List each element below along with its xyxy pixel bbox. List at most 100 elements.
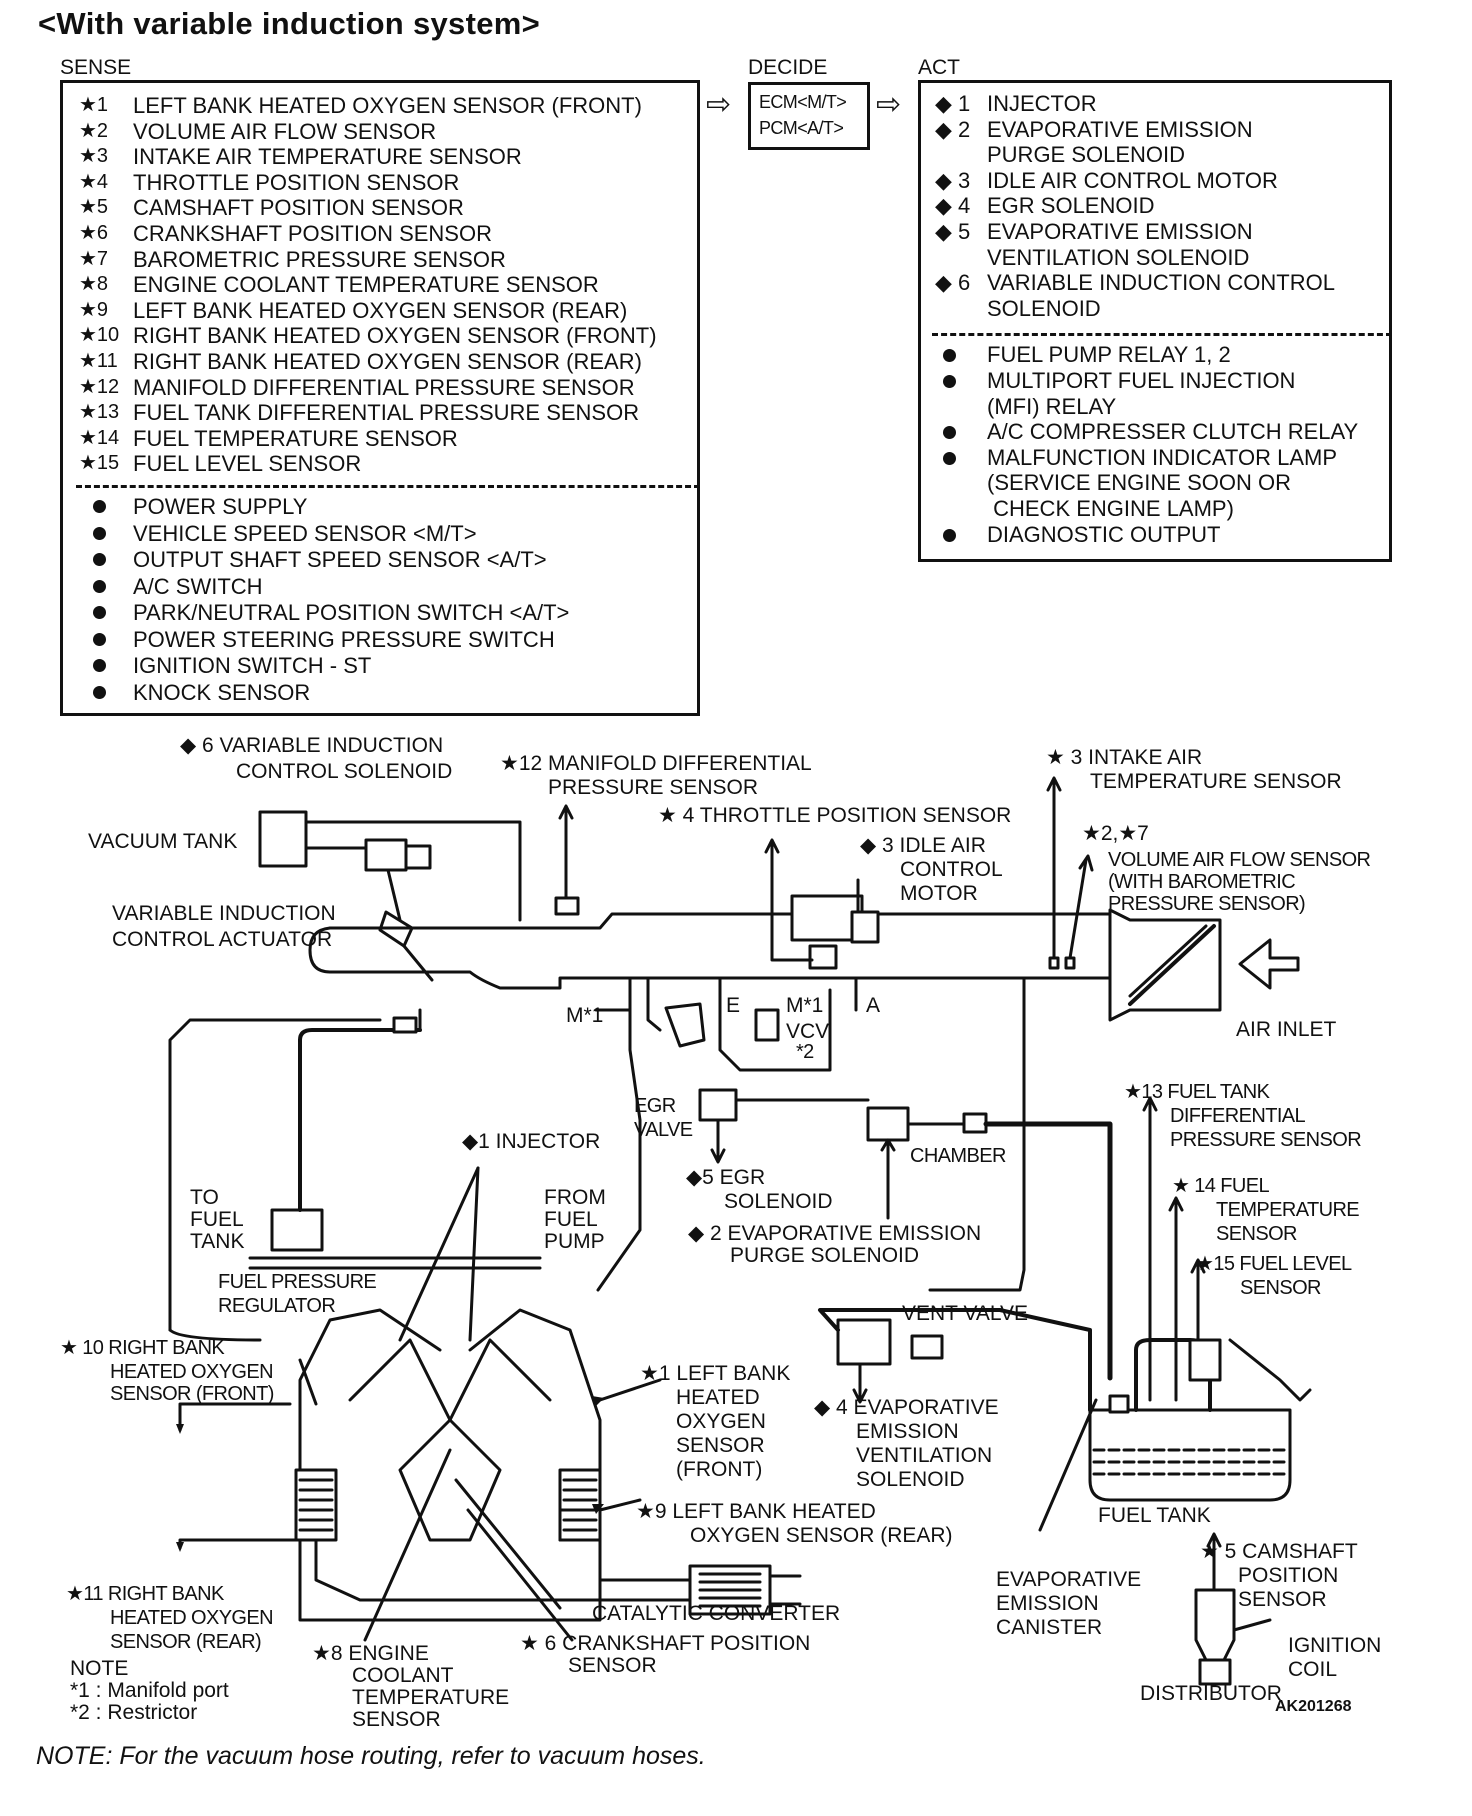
- sense-bullet-row: PARK/NEUTRAL POSITION SWITCH <A/T>: [79, 600, 697, 627]
- bullet-icon: [79, 600, 133, 627]
- star-marker: ★11: [79, 349, 118, 372]
- notes-line-2: *2 : Restrictor: [70, 1701, 198, 1724]
- diamond-marker: ◆ 1: [935, 91, 971, 116]
- label-rb-o2-rear-1: ★11 RIGHT BANK: [66, 1583, 225, 1605]
- act-item-label: DIAGNOSTIC OUTPUT: [987, 521, 1221, 547]
- egr-valve: [664, 1002, 706, 1048]
- sense-item-label: MANIFOLD DIFFERENTIAL PRESSURE SENSOR: [133, 374, 635, 400]
- sense-bullet-row: VEHICLE SPEED SENSOR <M/T>: [79, 521, 697, 548]
- decide-header: DECIDE: [748, 56, 828, 79]
- diamond-marker: ◆ 2: [935, 116, 971, 142]
- act-item-label: IDLE AIR CONTROL MOTOR: [987, 167, 1278, 193]
- sense-item-label: INTAKE AIR TEMPERATURE SENSOR: [133, 144, 522, 170]
- act-bullet-row: FUEL PUMP RELAY 1, 2: [935, 342, 1389, 368]
- label-distributor: DISTRIBUTOR: [1140, 1682, 1282, 1705]
- bullet-icon: [79, 547, 133, 574]
- sense-star-row: ★13 FUEL TANK DIFFERENTIAL PRESSURE SENSO…: [79, 400, 697, 426]
- label-lb-o2-front-1: ★1 LEFT BANK: [640, 1362, 790, 1385]
- iac-motor: [850, 910, 880, 944]
- bullet-icon: [79, 521, 133, 548]
- act-bullet-row: (SERVICE ENGINE SOON OR: [935, 470, 1389, 496]
- sense-item-label: FUEL TANK DIFFERENTIAL PRESSURE SENSOR: [133, 400, 640, 426]
- act-item-label: SOLENOID: [987, 295, 1101, 321]
- label-vaf-sensor-3: (WITH BAROMETRIC: [1108, 871, 1295, 893]
- label-lb-o2-rear-1: ★9 LEFT BANK HEATED: [636, 1500, 876, 1523]
- bullet-icon: [935, 419, 987, 445]
- label-purge-solenoid-1: ◆ 2 EVAPORATIVE EMISSION: [688, 1222, 981, 1245]
- vcv: [754, 1008, 780, 1042]
- label-evap-canister-3: CANISTER: [996, 1616, 1102, 1639]
- star-marker: ★10: [79, 324, 120, 347]
- label-rb-o2-front-1: ★ 10 RIGHT BANK: [60, 1337, 225, 1359]
- sense-item-label: POWER STEERING PRESSURE SWITCH: [133, 626, 555, 652]
- label-evap-canister-1: EVAPORATIVE: [996, 1568, 1141, 1591]
- act-item-label: EGR SOLENOID: [987, 193, 1155, 219]
- label-fuel-tank-dp-2: DIFFERENTIAL: [1170, 1105, 1306, 1127]
- label-air-inlet: AIR INLET: [1236, 1018, 1337, 1041]
- label-injector: ◆1 INJECTOR: [462, 1130, 600, 1153]
- sense-item-label: CAMSHAFT POSITION SENSOR: [133, 195, 464, 221]
- label-fuel-tank: FUEL TANK: [1098, 1504, 1211, 1527]
- label-cam-sensor-1: ★ 5 CAMSHAFT: [1200, 1540, 1358, 1563]
- sense-item-label: POWER SUPPLY: [133, 493, 308, 519]
- label-ignition-coil-2: COIL: [1288, 1658, 1337, 1681]
- sense-header: SENSE: [60, 56, 132, 79]
- label-from-fuel-pump-2: FUEL: [544, 1208, 598, 1231]
- act-bullet-row: MALFUNCTION INDICATOR LAMP: [935, 445, 1389, 471]
- bullet-icon: [79, 680, 133, 707]
- diamond-marker: ◆ 5: [935, 218, 971, 244]
- act-bullet-row: DIAGNOSTIC OUTPUT: [935, 522, 1389, 548]
- label-tps: ★ 4 THROTTLE POSITION SENSOR: [658, 804, 1011, 827]
- sense-item-label: VOLUME AIR FLOW SENSOR: [133, 118, 437, 144]
- bullet-icon: [935, 445, 987, 471]
- star-marker: ★12: [79, 375, 120, 398]
- label-cam-sensor-2: POSITION: [1238, 1564, 1338, 1587]
- label-fuel-temp-2: TEMPERATURE: [1216, 1199, 1359, 1221]
- label-lb-o2-front-2: HEATED: [676, 1386, 760, 1409]
- sense-item-label: LEFT BANK HEATED OXYGEN SENSOR (REAR): [133, 297, 628, 323]
- act-item-label: MALFUNCTION INDICATOR LAMP: [987, 444, 1337, 470]
- egr-solenoid: [698, 1088, 738, 1122]
- sense-item-label: RIGHT BANK HEATED OXYGEN SENSOR (REAR): [133, 348, 642, 374]
- sense-item-label: FUEL TEMPERATURE SENSOR: [133, 425, 458, 451]
- throttle-position-sensor: [808, 944, 838, 970]
- diamond-marker: ◆ 3: [935, 167, 971, 193]
- page-title: <With variable induction system>: [38, 6, 541, 41]
- star-marker: ★5: [79, 196, 109, 219]
- act-item-label: A/C COMPRESSER CLUTCH RELAY: [987, 419, 1359, 445]
- label-vacuum-tank: VACUUM TANK: [88, 830, 237, 853]
- star-marker: ★15: [79, 452, 120, 475]
- sense-star-row: ★5 CAMSHAFT POSITION SENSOR: [79, 195, 697, 221]
- crankshaft: [398, 1418, 502, 1542]
- decide-line-pcm: PCM<A/T>: [759, 118, 844, 138]
- star-marker: ★3: [79, 145, 109, 168]
- act-diamond-row: PURGE SOLENOID: [935, 142, 1389, 168]
- act-item-label: CHECK ENGINE LAMP): [987, 495, 1234, 521]
- label-rb-o2-rear-3: SENSOR (REAR): [110, 1631, 261, 1653]
- mdp-sensor: [554, 896, 580, 916]
- bullet-icon: [79, 627, 133, 654]
- label-to-fuel-tank-2: FUEL: [190, 1208, 244, 1231]
- star-marker: ★14: [79, 426, 120, 449]
- bullet-icon: [935, 368, 987, 394]
- star-marker: ★13: [79, 401, 120, 424]
- label-ect-sensor-4: SENSOR: [352, 1708, 441, 1731]
- sense-star-row: ★11 RIGHT BANK HEATED OXYGEN SENSOR (REAR…: [79, 349, 697, 375]
- label-evap-vent-sol-1: ◆ 4 EVAPORATIVE: [814, 1396, 999, 1419]
- label-fuel-temp-3: SENSOR: [1216, 1223, 1297, 1245]
- label-ect-sensor-1: ★8 ENGINE: [312, 1642, 429, 1665]
- label-iac-motor-2: CONTROL: [900, 858, 1003, 881]
- sense-item-label: A/C SWITCH: [133, 573, 263, 599]
- label-fuel-tank-dp-1: ★13 FUEL TANK: [1124, 1081, 1271, 1103]
- fuel-pressure-regulator: [270, 1208, 324, 1252]
